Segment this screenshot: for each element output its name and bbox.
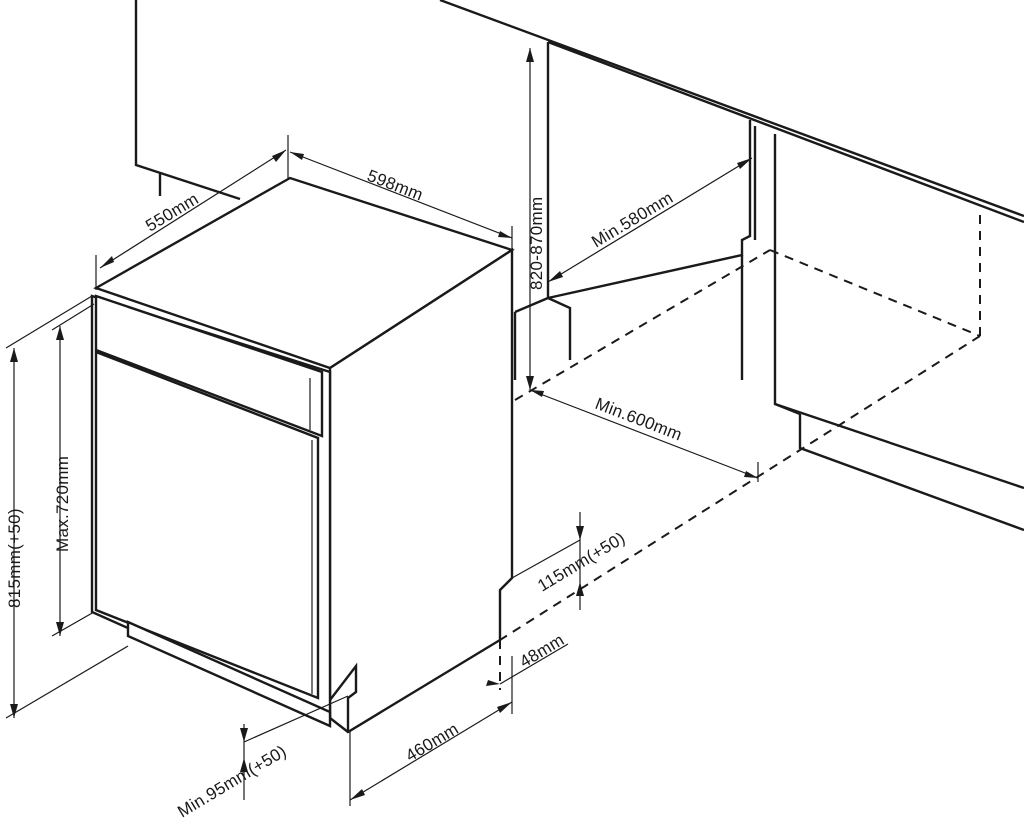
- niche-left-foot: [547, 296, 572, 360]
- dim-plinth-height-ext: [511, 539, 581, 579]
- niche-back-wall: [547, 120, 752, 300]
- dim-toe-kick-ext: [243, 695, 349, 743]
- label-niche-height: 820-870mm: [527, 197, 546, 290]
- dim-depth-line: [99, 149, 287, 269]
- label-depth: 550mm: [142, 189, 202, 235]
- dim-plinth-height-arrow-bottom: [576, 582, 584, 596]
- niche-floor-left: [514, 249, 771, 401]
- dim-plinth-offset-arrow: [486, 680, 500, 686]
- niche-floor-back: [769, 249, 981, 337]
- dim-plinth-depth-line: [349, 701, 513, 801]
- label-plinth-height: 115mm(+50): [534, 528, 628, 595]
- worktop-cabinets: [134, 0, 1024, 690]
- dim-depth-arrow-right: [272, 150, 286, 162]
- dishwasher-side: [328, 247, 514, 734]
- right-cabinet-front: [773, 134, 1024, 490]
- dim-niche-width-line: [529, 389, 759, 479]
- dim-plinth-offset-line: [499, 643, 569, 685]
- dim-width-arrow-left: [290, 152, 304, 160]
- dim-width-line: [289, 151, 513, 239]
- dim-plinth-height-arrow-top: [576, 526, 584, 540]
- plinth: [126, 620, 332, 728]
- dim-niche-depth-arrow-right: [737, 158, 752, 169]
- dim-total-height-ext-top: [5, 295, 93, 349]
- dim-niche-width-arrow-right: [744, 471, 758, 478]
- label-niche-depth: Min.580mm: [588, 188, 676, 251]
- dim-niche-height-arrow-top: [526, 48, 534, 62]
- dimension-lines: [5, 48, 759, 806]
- dim-niche-depth-line: [547, 157, 753, 283]
- niche-left-foot-top: [514, 296, 549, 314]
- door-panel: [94, 350, 320, 700]
- label-plinth-depth: 460mm: [402, 719, 462, 765]
- worktop-edge-bottom: [547, 40, 1024, 224]
- dim-toe-kick-arrow-top: [240, 728, 248, 742]
- control-panel-edge: [107, 299, 319, 371]
- label-toe-kick: Min.95mm(+50): [174, 742, 290, 820]
- dishwasher: [90, 176, 515, 734]
- dim-depth-arrow-left: [100, 256, 114, 268]
- label-panel-height: Max.720mm: [53, 456, 72, 552]
- right-cabinet-plinth: [798, 414, 1024, 532]
- left-cabinet-outline: [134, 0, 241, 201]
- dim-total-height-arrow-bottom: [10, 704, 18, 718]
- plinth-notch: [329, 662, 358, 732]
- dim-niche-width-arrow-left: [530, 390, 544, 397]
- dim-panel-height-ext-top: [51, 303, 95, 331]
- right-cabinet-foot: [774, 402, 801, 416]
- dim-total-height-ext-bottom: [5, 645, 129, 719]
- dim-plinth-depth-arrow-right: [497, 702, 512, 713]
- dim-toe-kick-arrow-bottom: [240, 758, 248, 772]
- dim-panel-height-arrow-top: [56, 326, 64, 340]
- dim-niche-depth-arrow-left: [548, 271, 563, 282]
- dim-width-arrow-right: [498, 231, 512, 238]
- label-plinth-offset: 48mm: [516, 630, 567, 671]
- label-total-height: 815mm(+50): [5, 508, 24, 608]
- dim-panel-height-arrow-bottom: [56, 622, 64, 636]
- dim-niche-height-arrow-bottom: [526, 376, 534, 390]
- label-width: 598mm: [365, 166, 426, 205]
- worktop-edge-top: [439, 0, 1024, 218]
- dim-total-height-arrow-top: [10, 348, 18, 362]
- dim-plinth-depth-arrow-left: [350, 789, 365, 800]
